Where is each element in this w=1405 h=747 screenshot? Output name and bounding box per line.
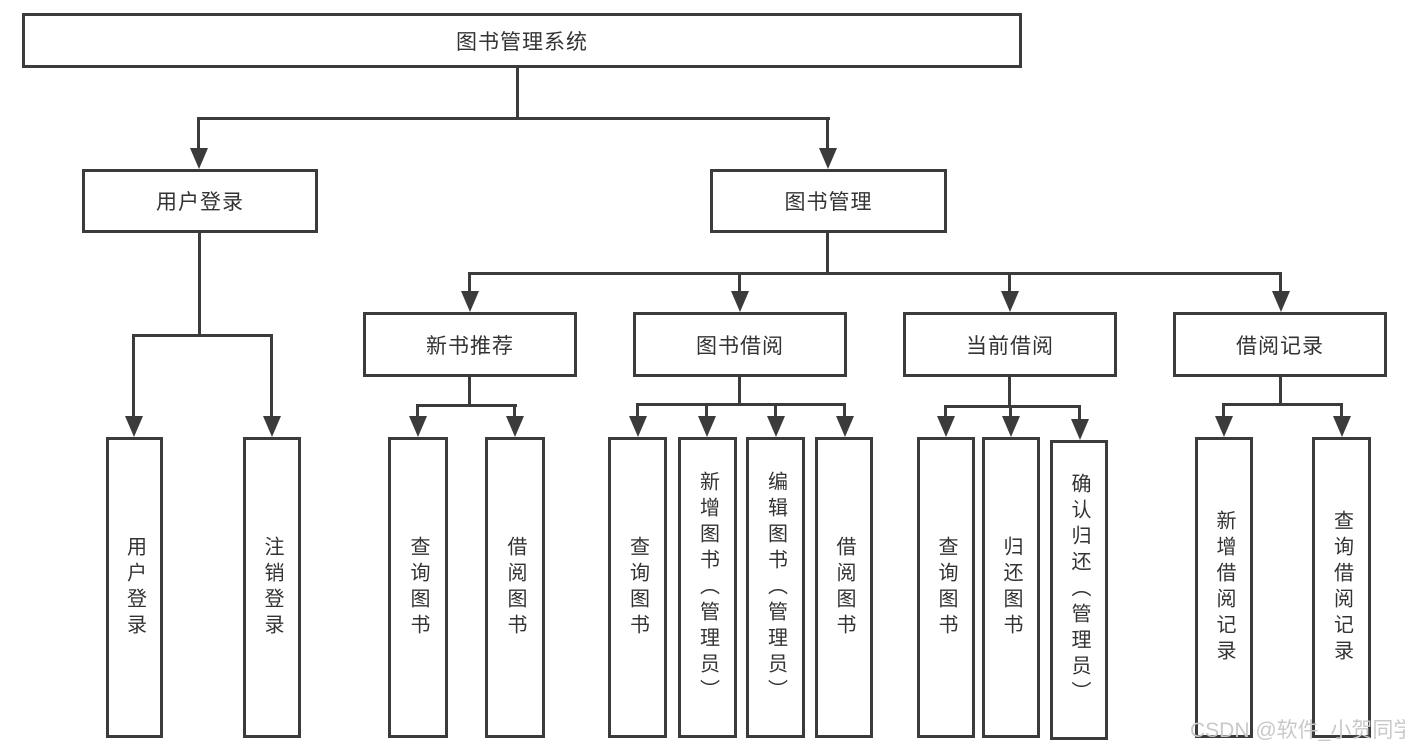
node-borrow-records: 借阅记录 [1173,312,1387,377]
leaf-query-books-1: 查询图书 [388,437,448,738]
arrowhead-down-icon [629,416,647,437]
leaf-logout: 注销登录 [243,437,301,738]
arrowhead-down-icon [819,148,837,169]
arrowhead-down-icon [937,416,955,437]
leaf-edit-books-admin: 编辑图书（管理员） [746,437,805,738]
leaf-borrow-books-1-label: 借阅图书 [504,535,526,640]
arrowhead-down-icon [409,416,427,437]
node-new-book-recommend-label: 新书推荐 [426,334,514,358]
leaf-query-books-1-label: 查询图书 [407,535,429,640]
leaf-confirm-return-admin-label: 确认归还（管理员） [1068,473,1090,707]
leaf-user-login: 用户登录 [106,437,163,738]
connector-line [132,334,135,418]
arrowhead-down-icon [263,416,281,437]
connector-line [826,233,829,274]
connector-line [738,377,741,406]
arrowhead-down-icon [836,416,854,437]
leaf-confirm-return-admin: 确认归还（管理员） [1050,440,1108,740]
connector-line [636,403,639,418]
connector-line [738,272,741,294]
leaf-query-books-2-label: 查询图书 [626,535,649,640]
connector-line [513,404,516,419]
connector-line [198,233,201,335]
node-user-login: 用户登录 [82,169,318,233]
connector-line [1222,403,1343,406]
connector-line [636,403,846,406]
node-current-borrow-label: 当前借阅 [966,334,1054,358]
connector-line [1078,405,1081,421]
csdn-watermark: CSDN @软件_小贺同学 [1190,719,1405,742]
node-root: 图书管理系统 [22,13,1022,68]
connector-line [516,68,519,118]
leaf-edit-books-admin-label: 编辑图书（管理员） [764,470,787,705]
leaf-borrow-books-2-label: 借阅图书 [833,535,855,640]
leaf-user-login-label: 用户登录 [123,535,146,640]
arrowhead-down-icon [698,416,716,437]
arrowhead-down-icon [1002,416,1020,437]
connector-line [197,117,830,120]
arrowhead-down-icon [125,416,143,437]
connector-line [1340,403,1343,418]
leaf-add-books-admin-label: 新增图书（管理员） [696,470,719,705]
arrowhead-down-icon [190,148,208,169]
leaf-borrow-books-1: 借阅图书 [485,437,545,738]
leaf-borrow-books-2: 借阅图书 [815,437,873,738]
connector-line [416,404,517,407]
leaf-query-books-3-label: 查询图书 [935,535,957,640]
arrowhead-down-icon [731,291,749,312]
arrowhead-down-icon [1272,291,1290,312]
leaf-logout-label: 注销登录 [261,535,283,640]
node-root-label: 图书管理系统 [456,30,588,54]
connector-line [1008,272,1011,294]
arrowhead-down-icon [1001,291,1019,312]
arrowhead-down-icon [1333,416,1351,437]
leaf-add-books-admin: 新增图书（管理员） [678,437,737,738]
leaf-query-books-2: 查询图书 [608,437,667,738]
leaf-return-books: 归还图书 [982,437,1040,738]
node-user-login-label: 用户登录 [156,191,244,214]
connector-line [1279,377,1282,406]
leaf-query-books-3: 查询图书 [917,437,975,738]
leaf-query-borrow-record: 查询借阅记录 [1312,437,1371,738]
connector-line [843,403,846,418]
leaf-add-borrow-record: 新增借阅记录 [1195,437,1253,738]
connector-line [1008,377,1011,408]
arrowhead-down-icon [1215,416,1233,437]
arrowhead-down-icon [506,416,524,437]
node-current-borrow: 当前借阅 [903,312,1117,377]
leaf-query-borrow-record-label: 查询借阅记录 [1330,509,1353,666]
leaf-return-books-label: 归还图书 [1000,535,1022,640]
arrowhead-down-icon [1071,419,1089,440]
arrowhead-down-icon [461,291,479,312]
node-book-borrow-label: 图书借阅 [696,334,784,358]
node-new-book-recommend: 新书推荐 [363,312,577,377]
connector-line [416,404,419,419]
connector-line [1279,272,1282,294]
node-book-management-label: 图书管理 [784,191,873,214]
connector-line [468,377,471,407]
connector-line [944,405,1081,408]
connector-line [197,117,200,151]
arrowhead-down-icon [767,416,785,437]
connector-line [132,334,273,337]
connector-line [774,403,777,418]
node-book-management: 图书管理 [710,169,947,233]
connector-line [826,117,829,151]
node-borrow-records-label: 借阅记录 [1236,334,1324,358]
connector-line [944,405,947,418]
connector-line [468,272,1282,275]
connector-line [270,334,273,418]
node-book-borrow: 图书借阅 [633,312,847,377]
connector-line [468,272,471,294]
connector-line [705,403,708,418]
connector-line [1009,405,1012,418]
connector-line [1222,403,1225,418]
leaf-add-borrow-record-label: 新增借阅记录 [1213,509,1235,666]
